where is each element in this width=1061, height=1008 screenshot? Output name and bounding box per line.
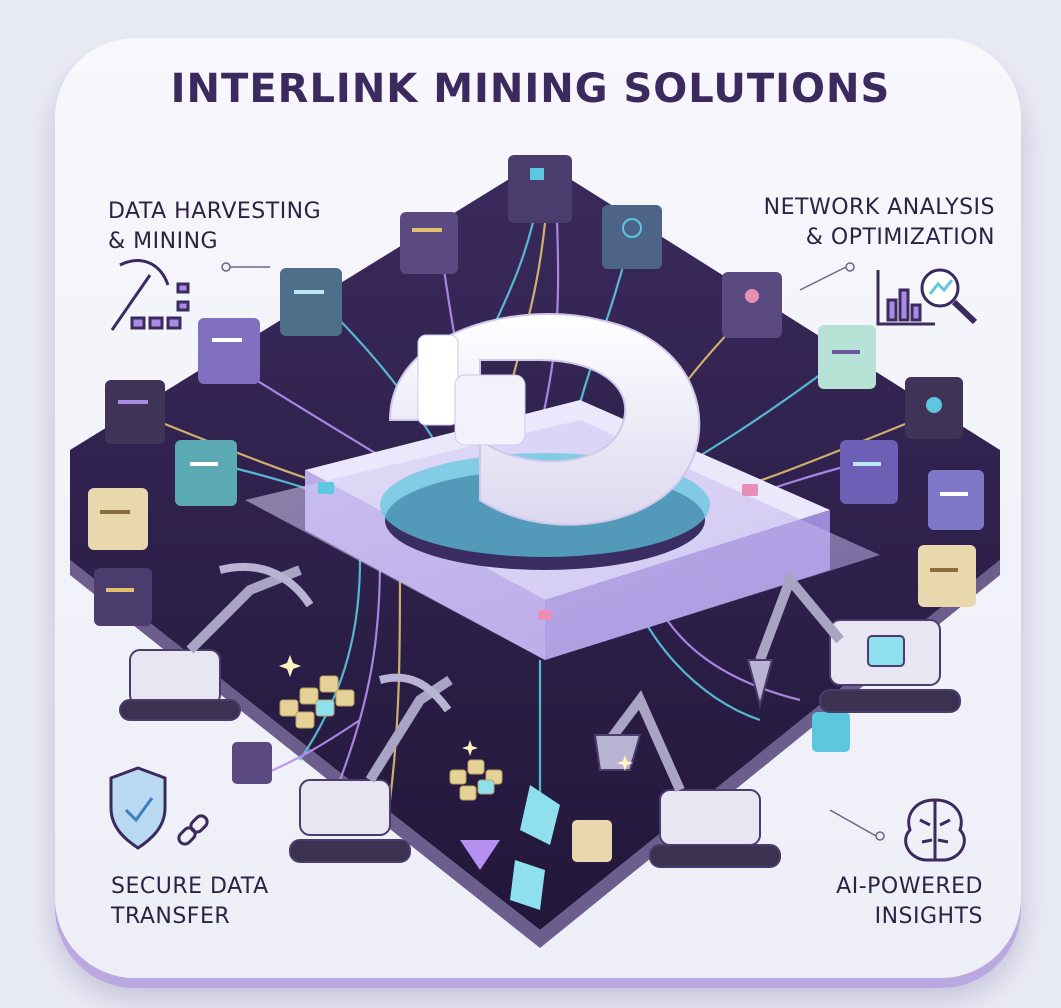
excavator bbox=[593, 690, 781, 868]
feature-network-analysis: NETWORK ANALYSIS & OPTIMIZATION bbox=[700, 193, 995, 253]
data-cube bbox=[812, 712, 850, 752]
base-indicator bbox=[538, 610, 552, 620]
excavator-machines bbox=[119, 562, 961, 868]
feature-label: SECURE DATA bbox=[111, 874, 269, 899]
data-cube bbox=[572, 820, 612, 862]
base-indicator bbox=[318, 482, 334, 494]
interlink-logo bbox=[380, 313, 710, 570]
data-cube bbox=[94, 568, 152, 626]
data-cube bbox=[905, 377, 963, 439]
brain-icon bbox=[904, 798, 966, 862]
data-crystal bbox=[520, 785, 560, 845]
feature-label: TRANSFER bbox=[111, 904, 231, 929]
data-cube bbox=[105, 380, 165, 444]
data-cube bbox=[840, 440, 898, 504]
data-cube bbox=[508, 155, 572, 223]
data-cube bbox=[198, 318, 260, 384]
data-cubes bbox=[88, 155, 984, 910]
excavator bbox=[289, 673, 453, 863]
data-cube bbox=[175, 440, 237, 506]
pickaxe-chart-icon bbox=[110, 259, 190, 331]
feature-ai-insights: AI-POWERED INSIGHTS bbox=[770, 872, 983, 932]
data-cube bbox=[722, 272, 782, 338]
chart-magnifier-icon bbox=[876, 268, 978, 326]
data-cube bbox=[400, 212, 458, 274]
label-connectors bbox=[221, 262, 885, 841]
shield-link-icon bbox=[109, 766, 209, 850]
gold-nuggets bbox=[279, 675, 503, 801]
feature-secure-transfer: SECURE DATA TRANSFER bbox=[111, 872, 269, 932]
feature-label: & OPTIMIZATION bbox=[805, 225, 995, 250]
page-title: INTERLINK MINING SOLUTIONS bbox=[170, 66, 891, 112]
data-cube bbox=[88, 488, 148, 550]
feature-label: & MINING bbox=[108, 229, 219, 254]
excavator bbox=[119, 562, 314, 721]
data-cube bbox=[918, 545, 976, 607]
feature-label: INSIGHTS bbox=[874, 904, 983, 929]
data-cube bbox=[602, 205, 662, 269]
data-cube bbox=[818, 325, 876, 389]
data-crystal bbox=[460, 840, 500, 870]
sparkles bbox=[279, 655, 633, 771]
base-indicator bbox=[742, 484, 758, 496]
data-cube bbox=[928, 470, 984, 530]
feature-label: DATA HARVESTING bbox=[108, 199, 322, 224]
excavator bbox=[746, 570, 961, 713]
data-cube bbox=[280, 268, 342, 336]
feature-data-harvesting: DATA HARVESTING & MINING bbox=[108, 197, 321, 257]
feature-label: AI-POWERED bbox=[836, 874, 983, 899]
data-cube bbox=[232, 742, 272, 784]
feature-label: NETWORK ANALYSIS bbox=[763, 195, 995, 220]
data-crystal bbox=[510, 860, 545, 910]
